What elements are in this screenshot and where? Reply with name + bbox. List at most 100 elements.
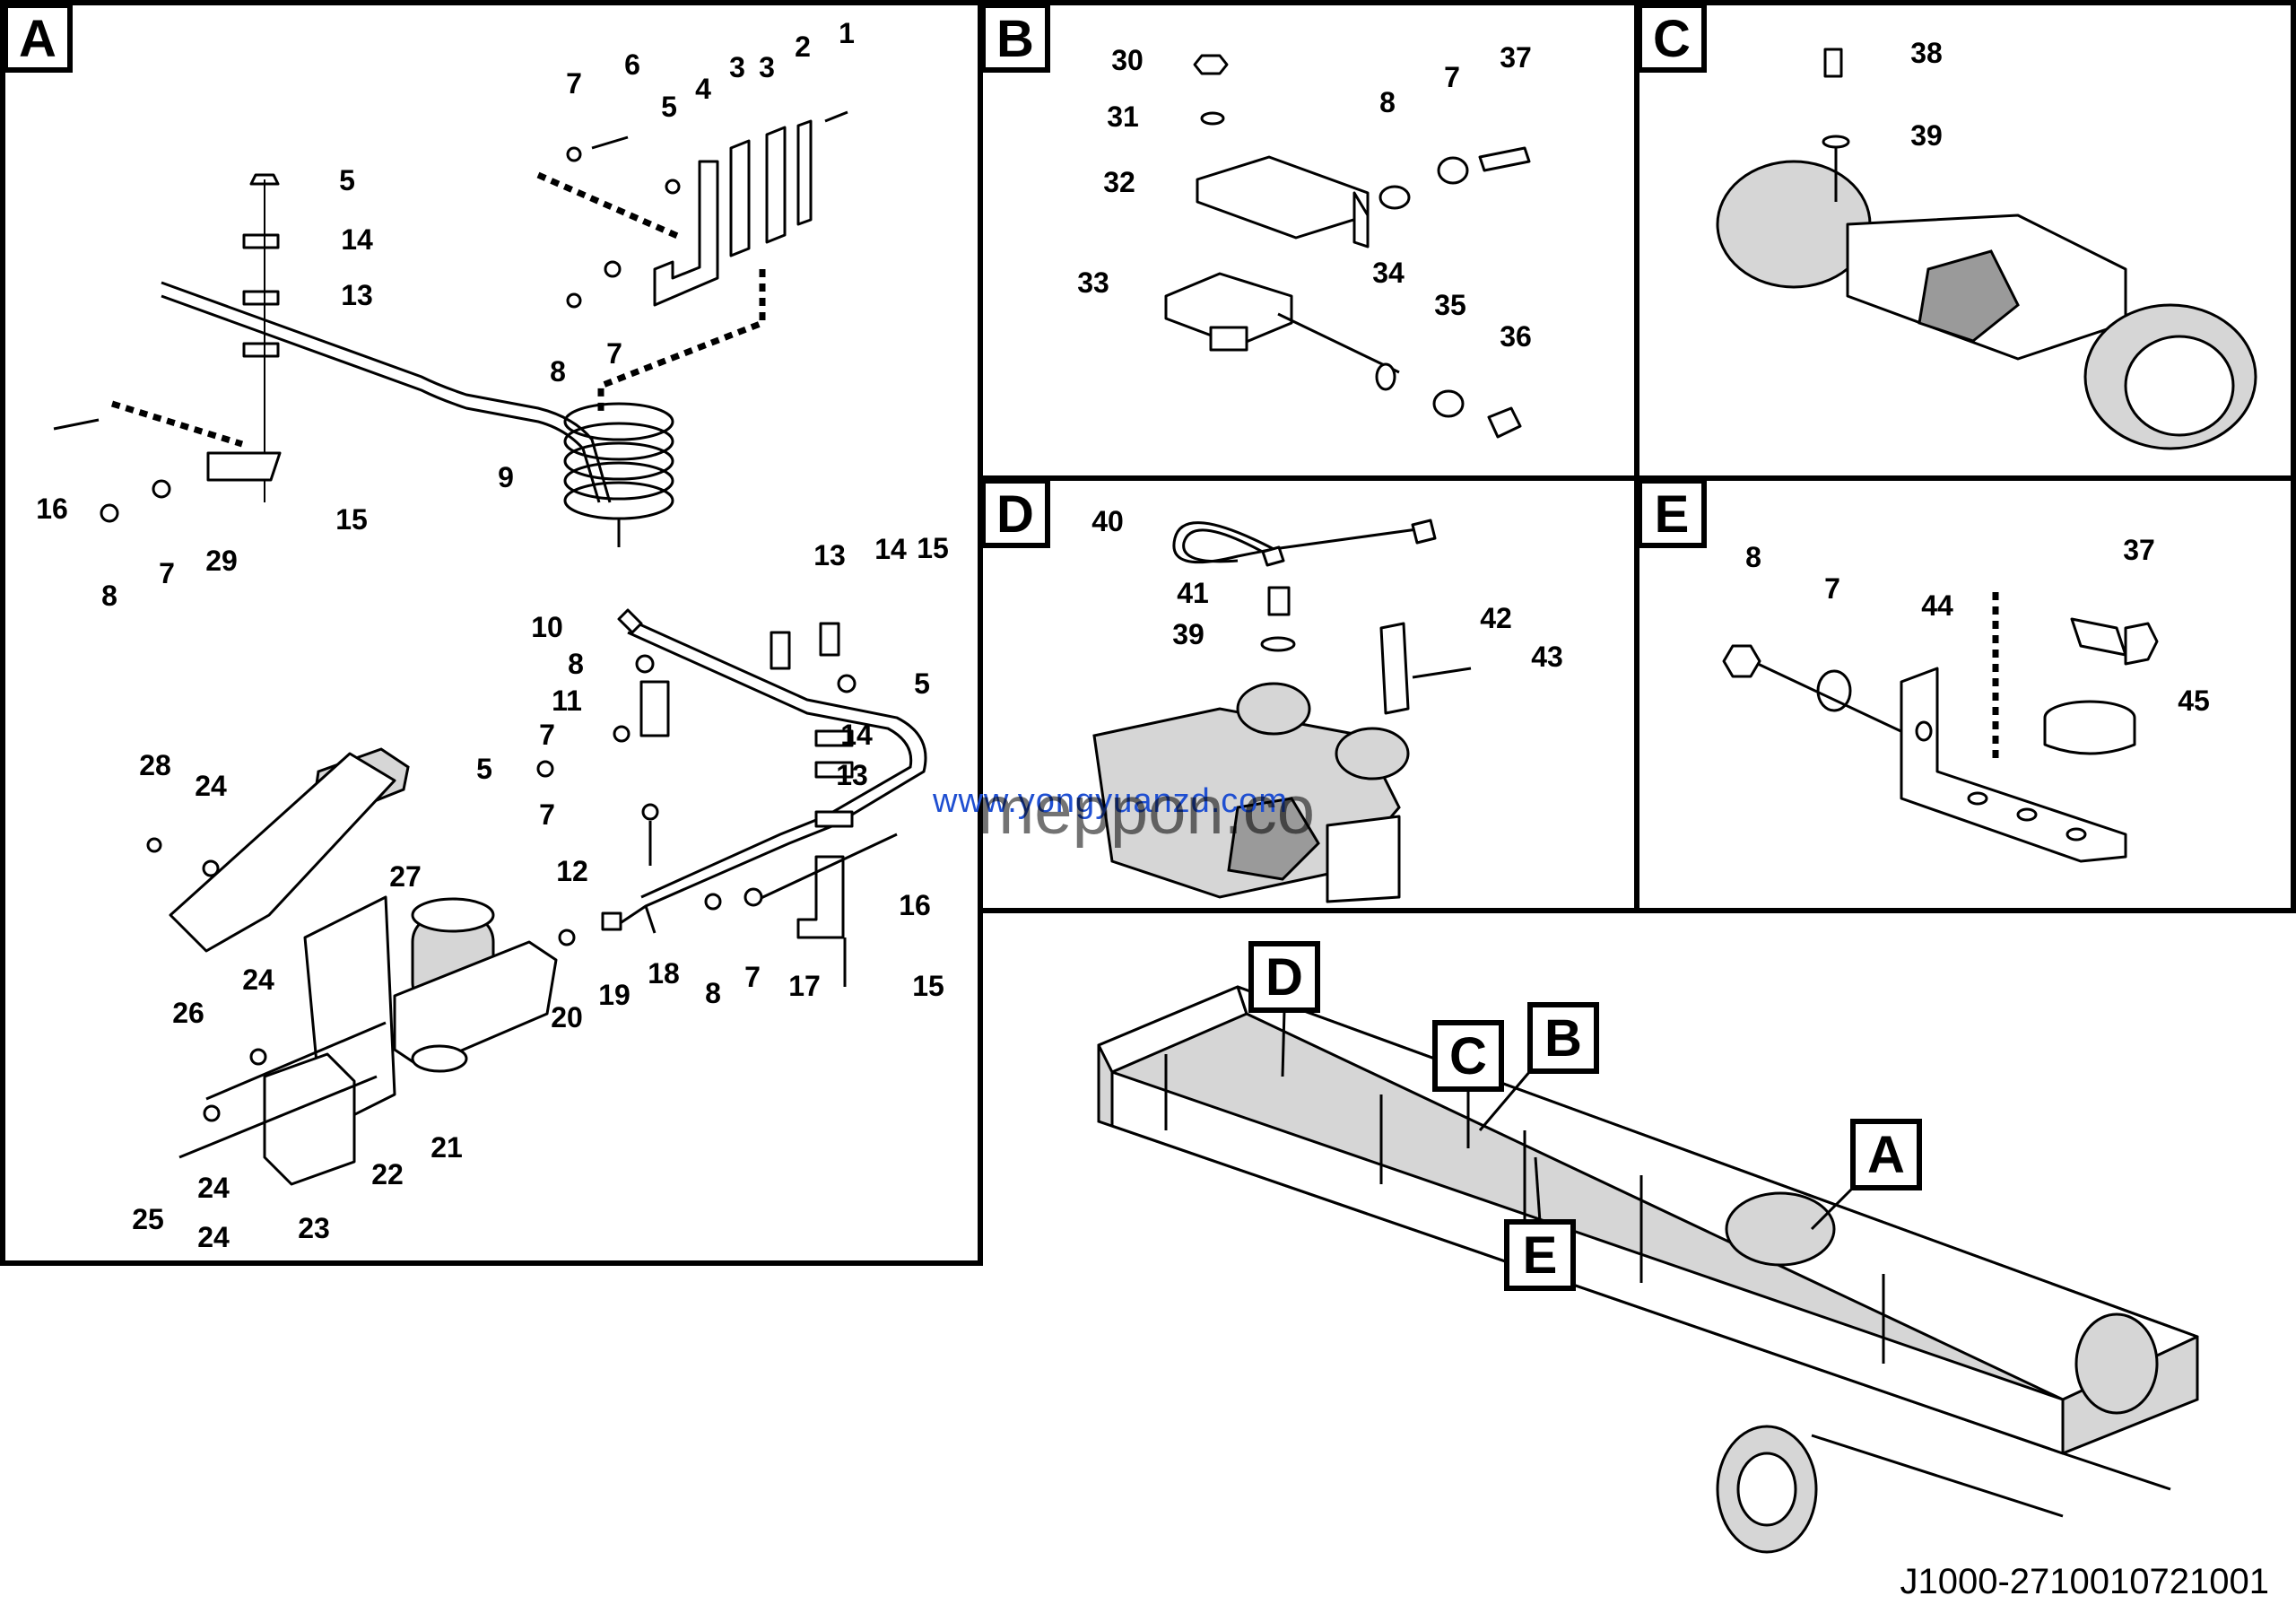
part-label-b: 34 (1372, 257, 1405, 289)
part-label-a: 14 (874, 533, 907, 565)
part-label-b: 31 (1107, 100, 1139, 133)
part-label-b: 7 (1444, 61, 1460, 93)
svg-text:C: C (1449, 1027, 1487, 1086)
part-label-a: 21 (430, 1131, 463, 1164)
part-label-c: 39 (1910, 119, 1943, 152)
part-label-e: 8 (1745, 541, 1761, 573)
part-label-a: 5 (476, 753, 492, 785)
part-label-a: 24 (197, 1221, 230, 1253)
part-label-b: 36 (1500, 320, 1532, 353)
callout-d: D (1248, 941, 1320, 1077)
part-label-e: 7 (1824, 572, 1840, 605)
air-dryer (169, 747, 558, 1186)
part-label-b: 32 (1103, 166, 1135, 198)
part-label-a: 8 (568, 648, 584, 680)
svg-text:E: E (1523, 1226, 1558, 1285)
part-label-a: 7 (744, 961, 761, 993)
part-label-a: 7 (566, 67, 582, 100)
panel-c-labels: 38 39 (1910, 37, 1943, 152)
part-label-a: 6 (624, 48, 640, 81)
panel-b-labels: 30 31 32 8 7 37 33 34 35 36 (1077, 41, 1532, 353)
part-label-a: 14 (840, 719, 873, 751)
part-label-a: 12 (556, 855, 588, 887)
part-label-c: 38 (1910, 37, 1943, 69)
callout-b: B (1478, 1002, 1599, 1131)
part-label-a: 26 (172, 997, 204, 1029)
svg-text:E: E (1655, 485, 1690, 544)
part-label-e: 37 (2123, 534, 2155, 566)
svg-text:C: C (1653, 10, 1691, 68)
callout-a: A (1810, 1119, 1922, 1231)
part-label-a: 7 (606, 337, 622, 370)
part-label-a: 16 (36, 493, 68, 525)
part-label-d: 43 (1531, 641, 1563, 673)
panel-c-drawing (1716, 48, 2257, 450)
part-label-a: 19 (598, 979, 631, 1011)
part-label-a: 16 (899, 889, 931, 921)
callout-c: C (1432, 1020, 1504, 1148)
part-label-a: 2 (795, 31, 811, 63)
svg-text:B: B (1544, 1009, 1582, 1068)
part-label-b: 37 (1500, 41, 1532, 74)
part-label-a: 7 (159, 557, 175, 589)
part-label-a: 24 (195, 770, 227, 802)
part-label-a: 5 (661, 91, 677, 123)
panel-e-labels: 8 7 44 37 45 (1745, 534, 2210, 717)
chassis-overview (1097, 985, 2199, 1554)
part-label-a: 24 (242, 964, 274, 996)
part-label-a: 4 (695, 73, 711, 105)
panel-a-drawing (53, 110, 927, 1186)
part-label-a: 7 (539, 719, 555, 751)
panel-tag-d: D (980, 478, 1050, 548)
part-label-a: 5 (339, 164, 355, 196)
part-label-e: 45 (2178, 685, 2210, 717)
part-label-b: 30 (1111, 44, 1144, 76)
part-label-a: 25 (132, 1203, 164, 1235)
panel-b-drawing (1164, 54, 1531, 439)
part-label-a: 15 (912, 970, 944, 1002)
drawing-code: J1000-2710010721001 (1900, 1562, 2269, 1601)
part-label-b: 33 (1077, 266, 1109, 299)
part-label-a: 14 (341, 223, 373, 256)
part-label-e: 44 (1921, 589, 1953, 622)
panel-frames (0, 0, 2296, 1266)
part-label-a: 8 (705, 977, 721, 1009)
part-label-a: 15 (917, 532, 949, 564)
part-label-b: 35 (1434, 289, 1466, 321)
part-label-a: 8 (550, 355, 566, 388)
part-label-a: 3 (759, 51, 775, 83)
part-label-b: 8 (1379, 86, 1396, 118)
part-label-a: 7 (539, 798, 555, 831)
panel-tags: A B C D E (3, 3, 1707, 548)
part-label-d: 40 (1091, 505, 1124, 537)
svg-text:A: A (19, 10, 57, 68)
part-label-a: 27 (389, 860, 422, 893)
overview-callouts: D C B A E (1248, 941, 1922, 1291)
part-label-a: 17 (788, 970, 821, 1002)
part-label-a: 13 (813, 539, 846, 571)
part-label-a: 11 (552, 685, 582, 717)
part-label-d: 42 (1480, 602, 1512, 634)
panel-tag-b: B (980, 3, 1050, 73)
part-label-a: 9 (498, 461, 514, 493)
panel-tag-c: C (1637, 3, 1707, 73)
air-coil (563, 402, 674, 547)
part-label-d: 39 (1172, 618, 1205, 650)
part-label-a: 13 (341, 279, 373, 311)
svg-text:B: B (996, 10, 1034, 68)
panel-tag-e: E (1637, 478, 1707, 548)
part-label-a: 1 (839, 17, 855, 49)
part-label-a: 28 (139, 749, 171, 781)
callout-e: E (1504, 1156, 1576, 1291)
svg-text:D: D (996, 485, 1034, 544)
svg-text:D: D (1265, 948, 1303, 1007)
svg-text:A: A (1867, 1126, 1905, 1184)
part-label-a: 20 (551, 1001, 583, 1033)
panel-e-drawing (1722, 592, 2159, 863)
part-label-a: 24 (197, 1172, 230, 1204)
part-label-a: 23 (298, 1212, 330, 1244)
watermark-url: www.yongyuanzd.com (933, 782, 1289, 820)
